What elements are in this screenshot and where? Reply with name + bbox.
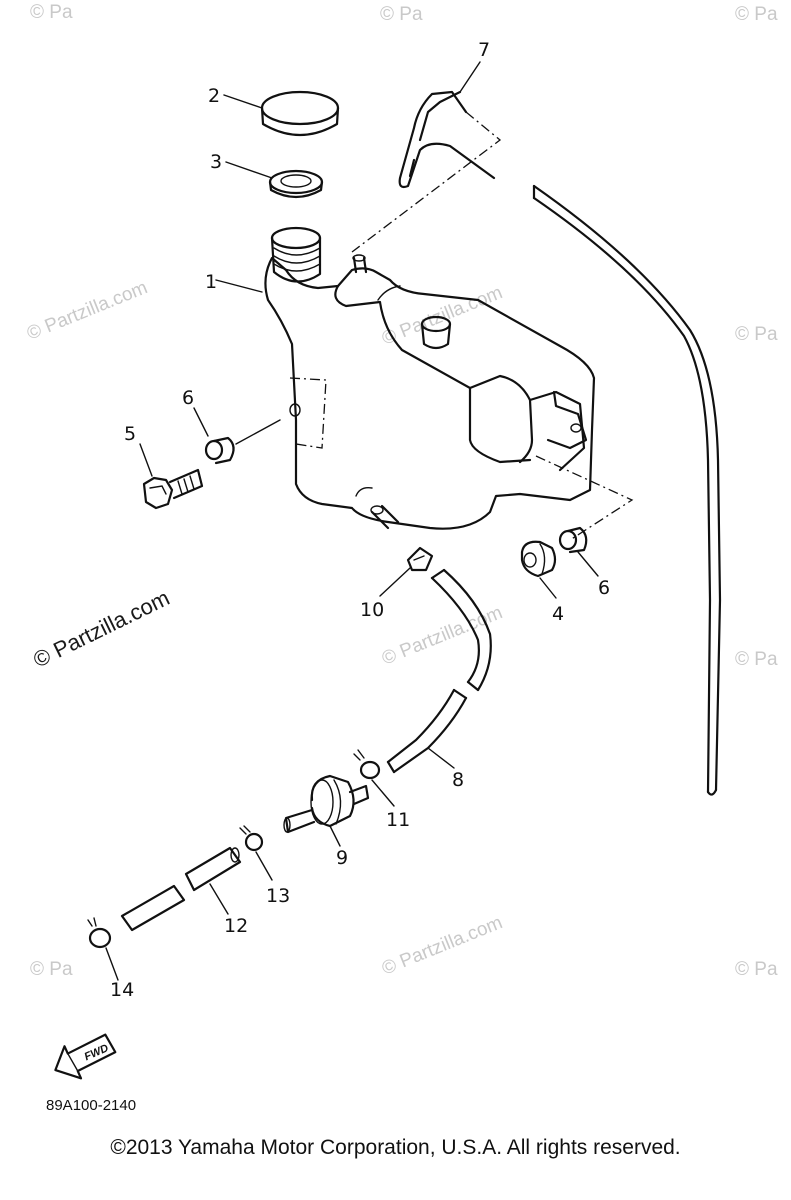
part-oil-tank	[264, 226, 596, 530]
part-gasket	[268, 169, 324, 199]
callout-6-left: 6	[182, 387, 194, 409]
callout-7: 7	[478, 39, 490, 61]
part-breather-hose	[398, 90, 496, 189]
part-hose-8	[386, 568, 492, 774]
part-overflow-hose	[532, 184, 722, 796]
part-clip-11	[353, 749, 381, 780]
callout-11: 11	[386, 809, 410, 831]
part-grommet	[520, 540, 557, 578]
part-clip-10	[406, 546, 434, 572]
callout-4: 4	[552, 603, 564, 625]
fwd-label: FWD	[83, 1042, 111, 1063]
watermarks: © Pa © Pa © Pa © Partzilla.com © Partzil…	[24, 2, 778, 980]
watermark-lower-center: © Partzilla.com	[379, 602, 506, 669]
callout-numbers: 1 2 3 4 5 6 6 7 8 9 10 11 12 13 14	[110, 39, 610, 1001]
watermark-bottom-center: © Partzilla.com	[379, 912, 506, 979]
callout-13: 13	[266, 885, 290, 907]
copyright-notice: ©2013 Yamaha Motor Corporation, U.S.A. A…	[110, 1136, 681, 1159]
part-bolt	[142, 468, 204, 510]
callout-6-right: 6	[598, 577, 610, 599]
watermark-mid-right: © Pa	[735, 324, 778, 345]
part-collar-right	[558, 526, 588, 554]
watermark-lower-right: © Pa	[735, 649, 778, 670]
callout-8: 8	[452, 769, 464, 791]
watermark-mid-center: © Partzilla.com	[379, 282, 506, 349]
callout-5: 5	[124, 423, 136, 445]
watermark-top-center: © Pa	[380, 4, 423, 25]
callout-12: 12	[224, 915, 248, 937]
watermark-mid-left: © Partzilla.com	[24, 277, 151, 344]
watermark-top-left: © Pa	[30, 2, 73, 23]
callout-2: 2	[208, 85, 220, 107]
callout-1: 1	[205, 271, 217, 293]
watermark-main: © Partzilla.com	[29, 585, 173, 672]
watermark-top-right: © Pa	[735, 4, 778, 25]
watermark-bottom-left: © Pa	[30, 959, 73, 980]
part-filter	[283, 774, 370, 834]
callout-9: 9	[336, 847, 348, 869]
part-hose-12	[120, 846, 242, 932]
part-cap	[260, 90, 340, 137]
callout-14: 14	[110, 979, 134, 1001]
watermark-bottom-right: © Pa	[735, 959, 778, 980]
part-collar-left	[204, 436, 235, 465]
callout-leaders	[105, 61, 599, 981]
callout-3: 3	[210, 151, 222, 173]
part-clip-14	[87, 917, 112, 949]
fwd-arrow-icon: FWD	[54, 1033, 117, 1080]
assembly-lines	[235, 111, 634, 541]
part-clip-13	[239, 825, 264, 852]
callout-10: 10	[360, 599, 384, 621]
drawing-code: 89A100-2140	[46, 1097, 136, 1114]
